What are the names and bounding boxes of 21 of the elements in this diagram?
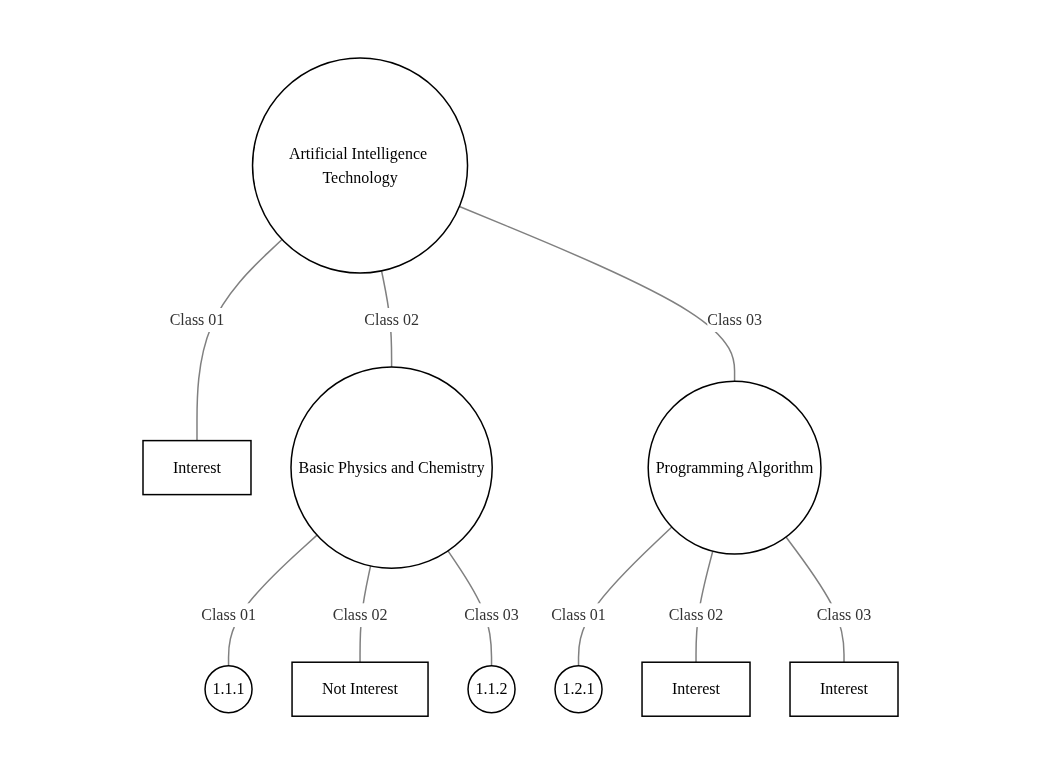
node-circle: 1.2.1 — [554, 665, 603, 714]
node-box: Interest — [641, 661, 751, 718]
edge-label: Class 02 — [364, 311, 419, 329]
node-box: Interest — [789, 661, 899, 718]
edge-label: Class 01 — [551, 606, 606, 624]
node-circle: Programming Algorithm — [647, 380, 822, 556]
node-circle: 1.1.2 — [467, 665, 516, 714]
connector — [196, 239, 283, 442]
node-circle: Artificial Intelligence Technology — [251, 57, 469, 275]
edge-label: Class 01 — [201, 606, 256, 624]
edge-label: Class 02 — [668, 606, 724, 624]
edge-label: Class 02 — [332, 606, 388, 624]
node-circle: 1.1.1 — [204, 665, 253, 714]
node-box: Interest — [142, 440, 252, 496]
edge-label: Class 03 — [816, 606, 872, 624]
connector — [458, 206, 736, 383]
edge-label: Class 03 — [464, 606, 519, 624]
node-circle: Basic Physics and Chemistry — [290, 366, 493, 570]
edge-label: Class 03 — [707, 311, 762, 329]
edge-label: Class 01 — [169, 311, 225, 329]
node-box: Not Interest — [291, 661, 429, 718]
